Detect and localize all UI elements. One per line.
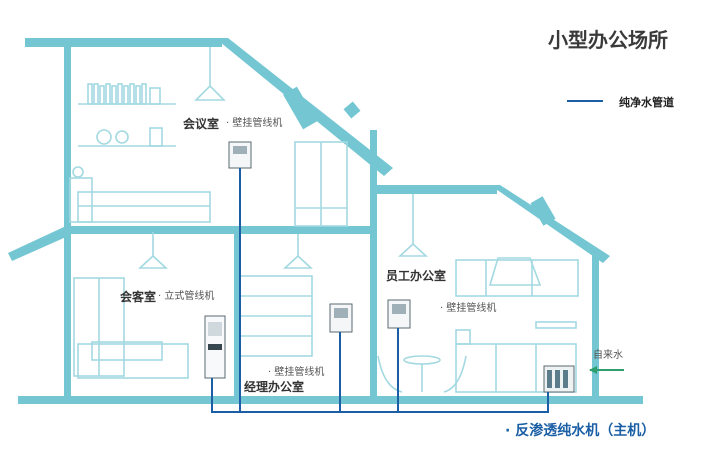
room-staff-label: 员工办公室	[386, 269, 447, 283]
ground-line	[18, 396, 643, 404]
right-chimney	[530, 196, 556, 226]
room-meeting-label: 会议室	[183, 117, 220, 131]
right-roof-slope	[490, 185, 610, 263]
furniture	[69, 47, 579, 393]
upper-left-wall	[64, 46, 71, 231]
main-unit-label: · 反渗透纯水机（主机）	[505, 423, 656, 439]
reception-standing-dispenser	[204, 315, 226, 379]
house-structure	[8, 38, 643, 404]
room-manager-device: · 壁挂管线机	[268, 367, 325, 378]
lower-left-eave	[8, 226, 66, 261]
lower-left-wall	[64, 232, 71, 398]
manager-wall-dispenser	[329, 303, 353, 333]
tap-water-pipe	[589, 366, 624, 374]
right-left-wall	[370, 190, 377, 398]
room-reception-device: · 立式管线机	[158, 291, 215, 302]
tap-water-label: 自来水	[593, 350, 623, 361]
staff-wall-dispenser	[387, 299, 411, 329]
ro-main-unit	[543, 365, 575, 393]
center-divider	[234, 232, 240, 398]
roof-vent	[343, 101, 361, 119]
meeting-wall-dispenser	[228, 141, 252, 169]
right-right-wall	[592, 252, 599, 398]
mid-floor	[64, 226, 377, 234]
room-reception-label: 会客室	[120, 290, 157, 304]
upper-roof-left-flat	[25, 38, 222, 47]
room-manager-label: 经理办公室	[244, 380, 305, 394]
room-staff-device: · 壁挂管线机	[440, 303, 497, 314]
water-pipes	[211, 168, 549, 413]
legend-label: 纯净水管道	[619, 96, 674, 109]
upper-right-wall	[370, 130, 377, 231]
chimney	[283, 86, 317, 130]
right-roof-flat	[374, 185, 497, 194]
page-title: 小型办公场所	[548, 28, 668, 52]
devices	[204, 141, 575, 393]
room-meeting-device: · 壁挂管线机	[226, 118, 283, 129]
